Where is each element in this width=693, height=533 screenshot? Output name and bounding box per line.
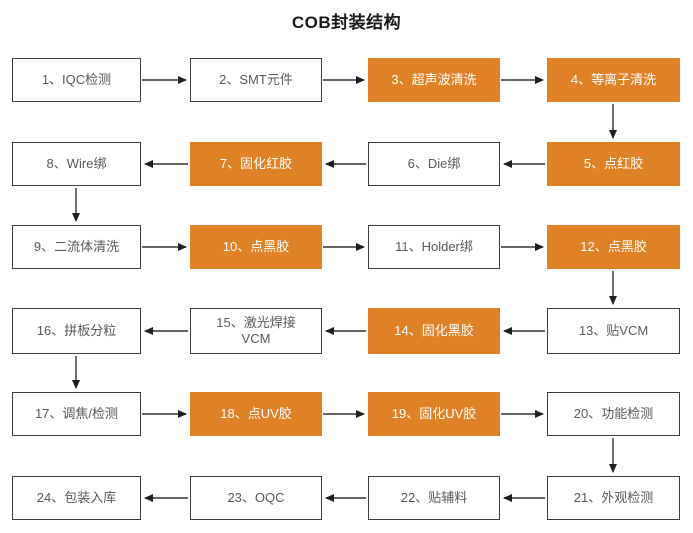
flow-node-6: 6、Die绑 [368,142,500,186]
flow-node-11: 11、Holder绑 [368,225,500,269]
flow-node-15: 15、激光焊接 VCM [190,308,322,354]
flow-node-22: 22、贴辅料 [368,476,500,520]
flow-node-16: 16、拼板分粒 [12,308,141,354]
flow-node-24: 24、包装入库 [12,476,141,520]
diagram-title: COB封装结构 [291,13,402,32]
flow-node-9: 9、二流体清洗 [12,225,141,269]
flow-node-5: 5、点红胶 [547,142,680,186]
flow-node-19: 19、固化UV胶 [368,392,500,436]
flow-node-12: 12、点黑胶 [547,225,680,269]
flow-node-1: 1、IQC检测 [12,58,141,102]
flow-node-17: 17、调焦/检测 [12,392,141,436]
flow-node-18: 18、点UV胶 [190,392,322,436]
flow-node-10: 10、点黑胶 [190,225,322,269]
flow-node-14: 14、固化黑胶 [368,308,500,354]
flow-node-7: 7、固化红胶 [190,142,322,186]
flow-node-23: 23、OQC [190,476,322,520]
flow-node-2: 2、SMT元件 [190,58,322,102]
flow-node-3: 3、超声波清洗 [368,58,500,102]
flow-node-13: 13、贴VCM [547,308,680,354]
flow-node-4: 4、等离子清洗 [547,58,680,102]
flow-node-8: 8、Wire绑 [12,142,141,186]
flow-node-21: 21、外观检测 [547,476,680,520]
flow-node-20: 20、功能检测 [547,392,680,436]
